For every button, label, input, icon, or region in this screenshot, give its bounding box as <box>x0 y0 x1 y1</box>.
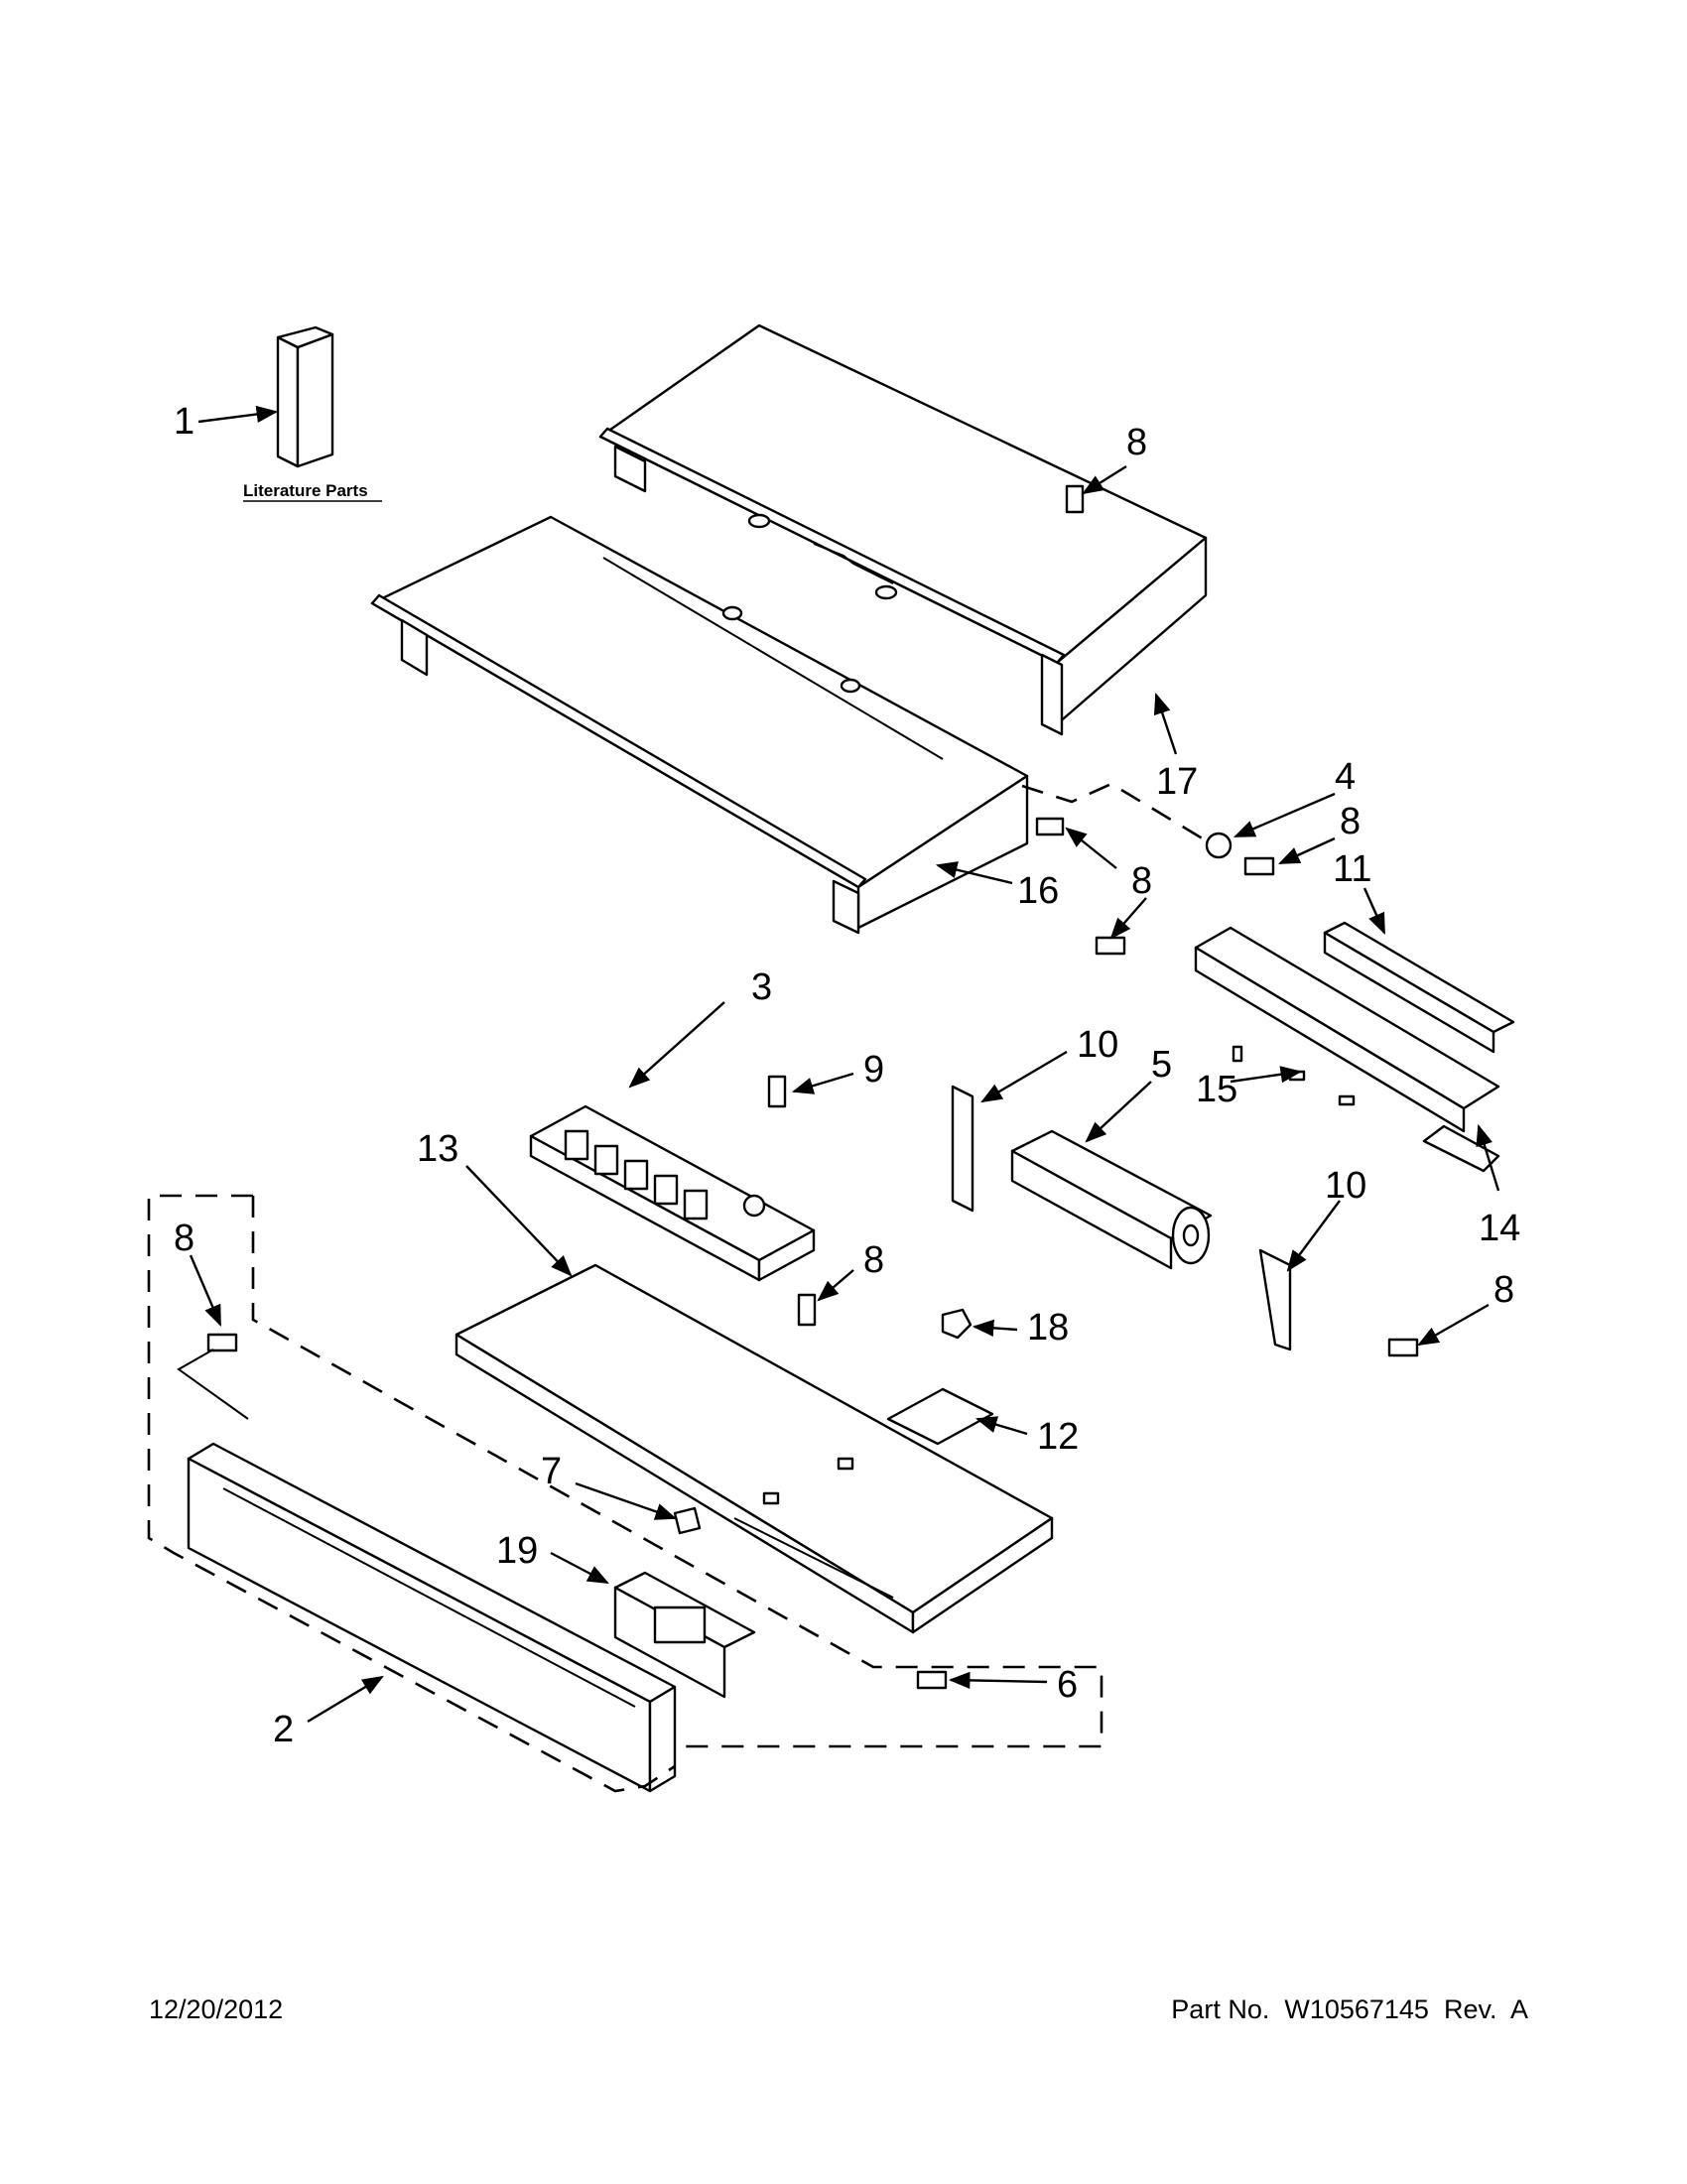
bracket-14 <box>1194 926 1500 1173</box>
footer-date: 12/20/2012 <box>149 1994 284 2024</box>
leader-16 <box>935 861 1013 885</box>
leader-18 <box>972 1319 1018 1337</box>
screw-8-middle <box>797 1293 817 1327</box>
leader-3 <box>628 1001 725 1089</box>
bracket-10-lower <box>1258 1248 1292 1351</box>
leader-8f <box>817 1269 854 1302</box>
literature-book <box>276 325 334 468</box>
nut <box>941 1308 973 1340</box>
leader-8a <box>1082 464 1127 495</box>
leader-5 <box>1085 1081 1152 1143</box>
leader-2 <box>307 1675 384 1724</box>
control-board <box>529 1104 816 1282</box>
screw-6 <box>916 1670 948 1690</box>
callout-10: 10 <box>1077 1024 1118 1066</box>
callout-8: 8 <box>1493 1269 1514 1311</box>
callout-9: 9 <box>863 1049 884 1091</box>
screw-8-top <box>1065 484 1085 514</box>
leader-9 <box>791 1072 854 1094</box>
callout-17: 17 <box>1156 761 1198 803</box>
callout-2: 2 <box>273 1709 294 1750</box>
leader-12 <box>974 1416 1028 1436</box>
leader-7 <box>575 1481 678 1520</box>
screw-8-left <box>206 1333 238 1352</box>
footer-part-number: Part No. W10567145 Rev. A <box>1171 1994 1528 2024</box>
screw-9 <box>767 1075 787 1108</box>
callout-11: 11 <box>1333 848 1371 890</box>
leader-8c <box>1065 827 1117 869</box>
callout-19: 19 <box>496 1530 538 1572</box>
callout-18: 18 <box>1027 1307 1069 1349</box>
screw-8-panel <box>1035 817 1065 836</box>
leader-15 <box>1230 1066 1303 1084</box>
control-panel-trim <box>187 1442 677 1793</box>
leader-10b <box>1286 1200 1341 1272</box>
bottom-panel <box>454 1263 1054 1634</box>
leader-6 <box>948 1671 1048 1690</box>
callout-15: 15 <box>1196 1069 1237 1110</box>
dashed-line-panel-bushing <box>1021 782 1212 845</box>
callout-8: 8 <box>863 1239 884 1281</box>
callout-13: 13 <box>417 1128 458 1170</box>
leader-14 <box>1476 1123 1500 1192</box>
bracket-10-upper <box>951 1085 974 1213</box>
callout-7: 7 <box>541 1451 562 1492</box>
callout-1: 1 <box>174 401 195 443</box>
callout-12: 12 <box>1037 1416 1079 1458</box>
callout-8: 8 <box>1131 860 1152 902</box>
leader-19 <box>550 1551 609 1585</box>
leader-17 <box>1153 692 1178 755</box>
leader-8g <box>1417 1303 1490 1347</box>
screw-8-bushing <box>1243 856 1275 876</box>
callout-5: 5 <box>1151 1044 1172 1086</box>
screw-8-bracket <box>1095 936 1126 956</box>
callout-6: 6 <box>1057 1664 1078 1706</box>
callout-16: 16 <box>1017 870 1059 912</box>
callout-8: 8 <box>174 1218 195 1259</box>
callout-3: 3 <box>751 966 772 1008</box>
insulation-strip <box>1323 921 1515 1054</box>
leader-8b <box>1278 836 1336 865</box>
callout-14: 14 <box>1479 1208 1520 1249</box>
sensor-7 <box>673 1506 702 1535</box>
callout-8: 8 <box>1340 801 1361 842</box>
callout-10: 10 <box>1325 1165 1366 1207</box>
leader-8e <box>189 1254 222 1327</box>
leader-13 <box>465 1165 573 1277</box>
wire-screw-left <box>177 1349 249 1420</box>
literature-caption: Literature Parts <box>243 481 368 500</box>
blower-fan <box>1010 1129 1213 1270</box>
main-panel <box>370 515 1029 935</box>
bushing-4 <box>1205 832 1233 859</box>
screw-8-right <box>1387 1338 1419 1357</box>
callout-4: 4 <box>1335 756 1356 798</box>
dashed-boundary-inner <box>251 1196 1103 1748</box>
display-board <box>613 1571 756 1699</box>
leader-1 <box>197 405 279 424</box>
dashed-boundary-left <box>147 1194 676 1793</box>
leader-8d <box>1109 897 1147 940</box>
leader-11 <box>1363 887 1386 935</box>
leader-4 <box>1233 792 1336 838</box>
leader-10a <box>980 1050 1068 1103</box>
callout-8: 8 <box>1126 422 1147 463</box>
terminal-block <box>886 1387 994 1446</box>
top-cover <box>598 323 1208 736</box>
